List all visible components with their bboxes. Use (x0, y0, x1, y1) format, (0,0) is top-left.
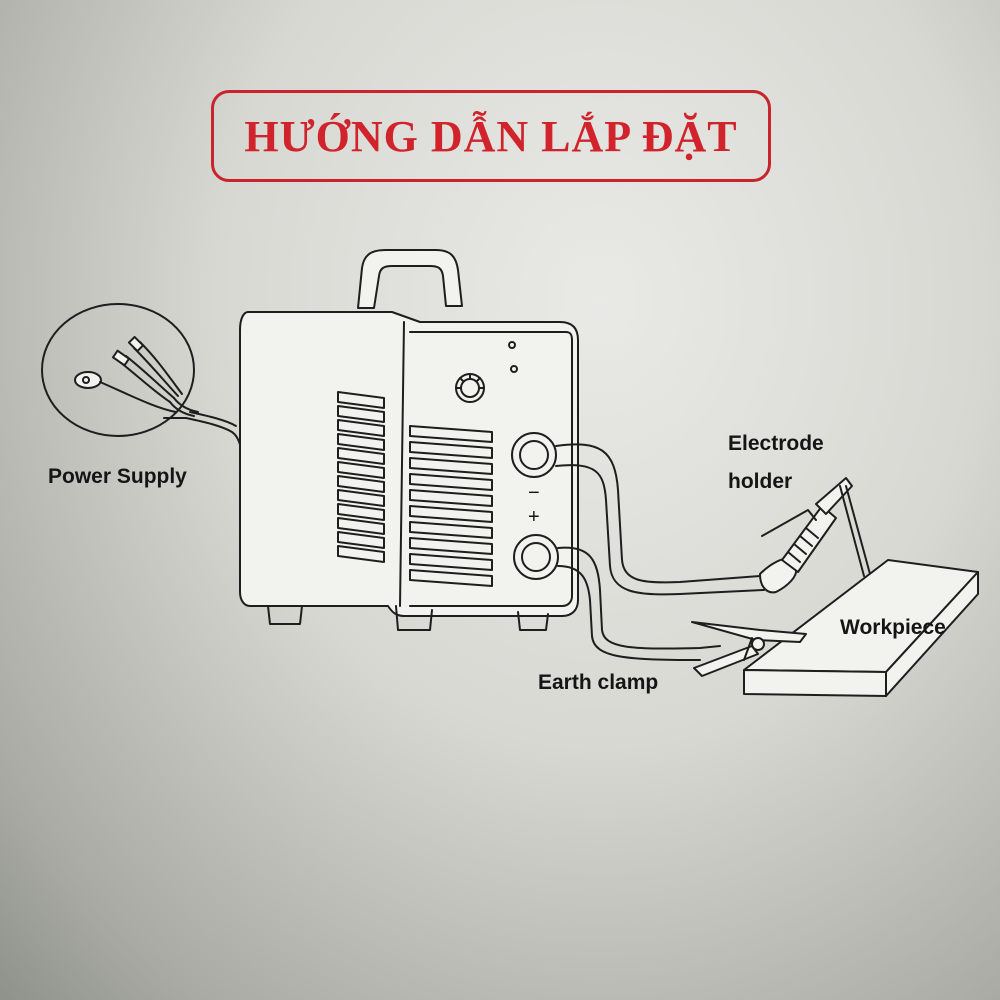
label-power-supply: Power Supply (48, 465, 187, 488)
label-electrode-holder-line2: holder (728, 470, 793, 493)
side-vents (337, 391, 385, 563)
label-earth-clamp: Earth clamp (538, 671, 659, 694)
earth-clamp-icon (691, 621, 807, 677)
power-supply-detail (41, 303, 243, 453)
current-knob-icon (455, 373, 485, 403)
title-frame: HƯỚNG DẪN LẮP ĐẶT (211, 90, 771, 182)
earth-cable (557, 546, 721, 661)
indicator-light (508, 341, 516, 349)
positive-socket (513, 534, 559, 580)
electrode-holder-icon (759, 477, 871, 594)
label-workpiece: Workpiece (840, 616, 946, 639)
plus-symbol: + (528, 506, 540, 528)
workpiece-plate (743, 559, 979, 697)
diagram-title: HƯỚNG DẪN LẮP ĐẶT (244, 111, 738, 161)
welder-machine (239, 249, 579, 631)
label-electrode-holder-line1: Electrode (728, 432, 824, 455)
indicator-light (510, 365, 518, 373)
electrode-cable (555, 443, 765, 596)
minus-symbol: − (528, 482, 540, 504)
negative-socket (511, 432, 557, 478)
front-vents (409, 425, 493, 587)
